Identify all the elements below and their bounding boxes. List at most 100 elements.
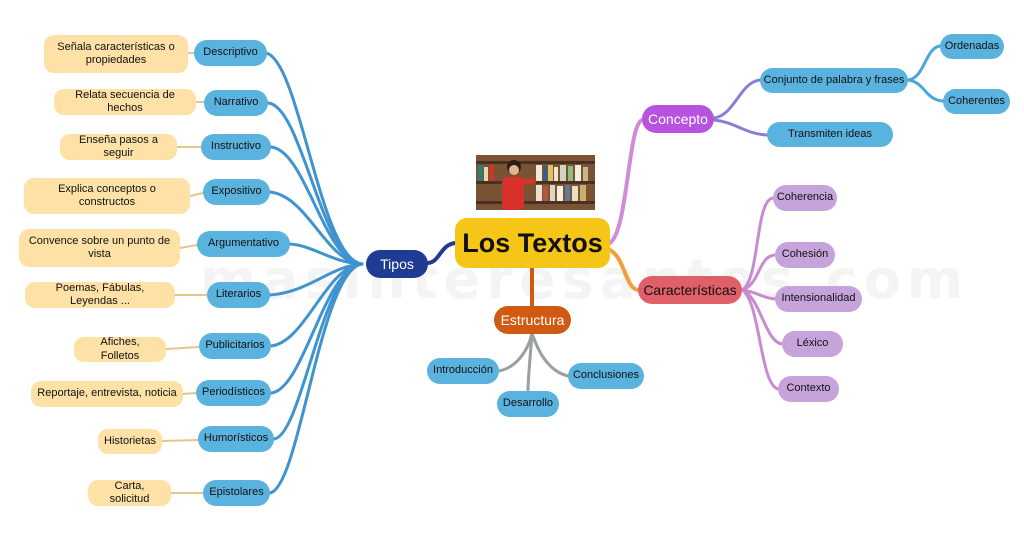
estructura-introduccion-text: Introducción <box>433 364 493 377</box>
tipo-desc-text: Historietas <box>104 434 156 447</box>
estructura-conclusiones-node: Conclusiones <box>568 363 644 389</box>
tipos-node: Tipos <box>366 250 428 278</box>
tipo-label: Expositivo <box>211 185 262 198</box>
concepto-coherentes-text: Coherentes <box>948 94 1005 107</box>
central-title-text: Los Textos <box>462 227 603 258</box>
tipo-node-expositivo: Expositivo <box>203 179 270 205</box>
concepto-coherentes-node: Coherentes <box>943 89 1010 114</box>
tipo-desc-expositivo: Explica conceptos o constructos <box>24 178 190 214</box>
tipo-desc-argumentativo: Convence sobre un punto de vista <box>19 229 180 267</box>
tipo-label: Periodísticos <box>202 386 265 399</box>
estructura-desarrollo-node: Desarrollo <box>497 391 559 417</box>
connector-desc-8 <box>182 392 197 395</box>
tipo-desc-text: Afiches, Folletos <box>100 336 140 362</box>
connector-est-conclusiones <box>530 331 570 378</box>
connector-desc-5 <box>179 244 198 249</box>
connector-central-tipos <box>426 241 457 265</box>
tipo-label: Literarios <box>215 288 262 301</box>
tipo-label: Narrativo <box>213 96 259 109</box>
connector-tipos-argumentativo <box>288 242 364 266</box>
connector-concepto-transmiten <box>712 118 769 137</box>
tipo-desc-text: Enseña pasos a seguir <box>79 133 158 159</box>
tipo-node-descriptivo: Descriptivo <box>194 40 267 66</box>
tipo-label: Humorísticos <box>203 432 269 445</box>
tipo-node-instructivo: Instructivo <box>201 134 271 160</box>
caracteristicas-node: Características <box>638 276 742 304</box>
caracteristica-node-lexico: Léxico <box>782 331 843 357</box>
connector-tipos-periodisticos <box>269 262 364 395</box>
tipo-node-narrativo: Narrativo <box>204 90 268 116</box>
tipo-desc-text: Poemas, Fábulas, Leyendas ... <box>55 281 145 307</box>
tipos-label: Tipos <box>380 255 414 272</box>
tipo-desc-narrativo: Relata secuencia de hechos <box>54 89 196 115</box>
tipo-desc-instructivo: Enseña pasos a seguir <box>60 134 177 160</box>
concepto-conjunto-text: Conjunto de palabra y frases <box>763 73 905 86</box>
tipo-node-humoristicos: Humorísticos <box>198 426 274 452</box>
caracteristica-node-cohesion: Cohesión <box>775 242 835 268</box>
connector-car-5 <box>740 288 780 391</box>
tipo-desc-literarios: Poemas, Fábulas, Leyendas ... <box>25 282 175 308</box>
concepto-label: Concepto <box>648 110 708 127</box>
caracteristica-label: Intensionalidad <box>781 292 856 305</box>
estructura-label: Estructura <box>500 311 565 328</box>
tipo-desc-periodisticos: Reportaje, entrevista, noticia <box>31 381 183 407</box>
connector-central-caracteristicas <box>608 248 640 292</box>
tipo-node-argumentativo: Argumentativo <box>197 231 290 257</box>
tipo-desc-epistolares: Carta, solicitud <box>88 480 171 506</box>
concepto-ordenadas-text: Ordenadas <box>944 39 1000 52</box>
tipo-desc-text: Relata secuencia de hechos <box>75 88 175 114</box>
caracteristica-label: Cohesión <box>781 248 829 261</box>
concepto-ordenadas-node: Ordenadas <box>940 34 1004 59</box>
tipo-node-publicitarios: Publicitarios <box>199 333 271 359</box>
concepto-transmiten-text: Transmiten ideas <box>788 127 872 140</box>
caracteristica-label: Coherencia <box>776 191 834 204</box>
tipo-node-periodisticos: Periodísticos <box>196 380 271 406</box>
caracteristica-label: Léxico <box>796 337 829 350</box>
connector-tipos-instructivo <box>269 145 364 266</box>
tipo-desc-text: Explica conceptos o constructos <box>58 182 156 208</box>
concepto-node: Concepto <box>642 105 714 133</box>
caracteristica-label: Contexto <box>786 382 831 395</box>
tipo-label: Descriptivo <box>203 46 258 59</box>
caracteristicas-label: Características <box>643 281 737 298</box>
central-title-node: Los Textos <box>455 218 610 268</box>
tipo-desc-text: Carta, solicitud <box>109 479 150 505</box>
connector-central-concepto <box>608 118 644 245</box>
estructura-desarrollo-text: Desarrollo <box>502 397 554 410</box>
caracteristica-node-intensionalidad: Intensionalidad <box>775 286 862 312</box>
tipo-desc-humoristicos: Historietas <box>98 429 162 454</box>
connector-desc-7 <box>165 346 200 350</box>
connector-conjunto-ordenadas <box>906 44 942 82</box>
estructura-conclusiones-text: Conclusiones <box>572 369 640 382</box>
tipo-label: Epistolares <box>209 486 264 499</box>
connector-car-2 <box>740 253 777 292</box>
connector-conjunto-coherentes <box>906 78 945 103</box>
connector-concepto-conjunto <box>712 78 762 120</box>
caracteristica-node-contexto: Contexto <box>778 376 839 402</box>
tipo-desc-publicitarios: Afiches, Folletos <box>74 336 166 362</box>
tipo-node-epistolares: Epistolares <box>203 480 270 506</box>
estructura-introduccion-node: Introducción <box>427 358 499 384</box>
tipo-desc-text: Señala características o propiedades <box>57 40 175 66</box>
connector-desc-4 <box>189 192 204 197</box>
tipo-label: Publicitarios <box>205 339 265 352</box>
connector-desc-9 <box>161 439 199 442</box>
tipo-desc-descriptivo: Señala características o propiedades <box>44 35 188 73</box>
connector-car-1 <box>740 196 775 292</box>
connector-est-intro <box>497 331 534 373</box>
connector-tipos-epistolares <box>268 262 364 495</box>
tipo-node-literarios: Literarios <box>207 282 270 308</box>
tipo-desc-text: Reportaje, entrevista, noticia <box>37 387 177 400</box>
estructura-node: Estructura <box>494 306 571 334</box>
connector-tipos-expositivo <box>268 190 364 266</box>
caracteristica-node-coherencia: Coherencia <box>773 185 837 211</box>
child-reading-bookshelf-photo <box>476 155 595 210</box>
tipo-label: Instructivo <box>210 140 262 153</box>
concepto-conjunto-node: Conjunto de palabra y frases <box>760 68 908 93</box>
tipo-label: Argumentativo <box>208 237 279 250</box>
concepto-transmiten-node: Transmiten ideas <box>767 122 893 147</box>
tipo-desc-text: Convence sobre un punto de vista <box>28 234 171 260</box>
connector-est-desarrollo <box>526 331 534 392</box>
